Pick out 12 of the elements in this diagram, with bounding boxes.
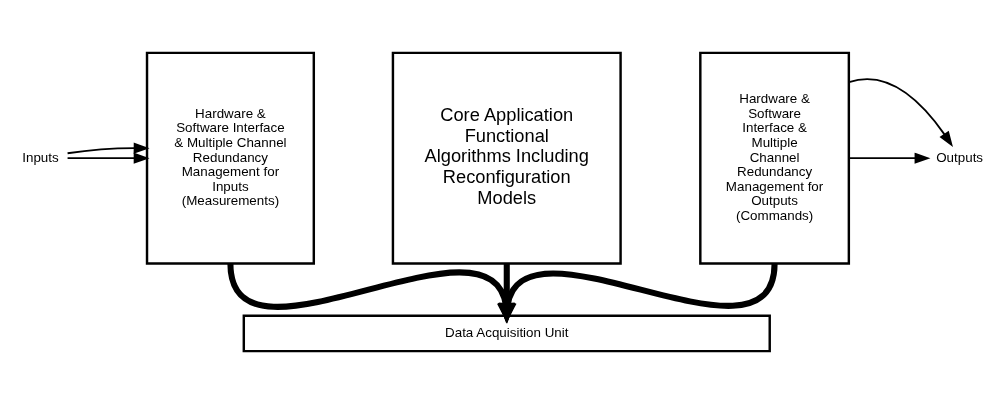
arrow bbox=[227, 262, 515, 323]
arrow bbox=[848, 77, 953, 147]
node-box: Hardware & Software Interface & Multiple Channel Redundancy Management for Outputs (Commands) bbox=[699, 51, 851, 265]
node-text: Inputs bbox=[22, 149, 59, 165]
node-text: Outputs bbox=[936, 149, 984, 165]
arrow bbox=[848, 152, 931, 164]
node-box: Core Application Functional Algorithms Including Reconfiguration Models bbox=[391, 51, 622, 265]
node-box: Data Acquisition Unit bbox=[242, 314, 771, 352]
node-box: Hardware & Software Interface & Multiple Channel Redundancy Management for Inputs (Measurements) bbox=[145, 51, 315, 265]
arrow bbox=[66, 152, 150, 164]
arrow bbox=[66, 142, 150, 154]
arrow bbox=[498, 262, 778, 323]
